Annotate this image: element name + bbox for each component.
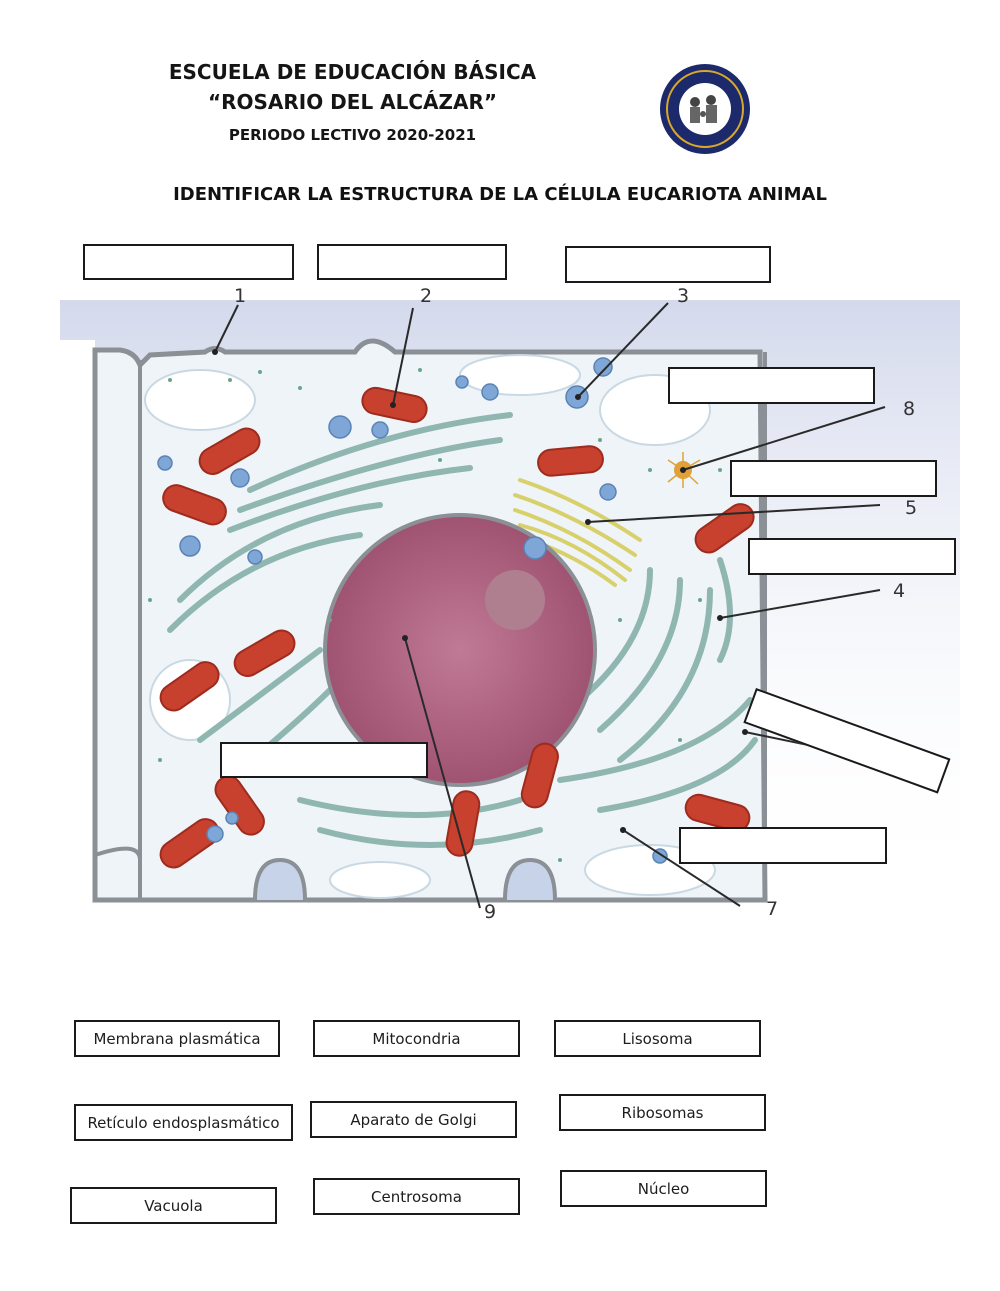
diagram-label-2: 2 [420, 285, 432, 307]
diagram-label-3: 3 [677, 285, 689, 307]
drop-target-8[interactable] [668, 367, 875, 404]
drop-target-3[interactable] [565, 246, 771, 283]
diagram-label-4: 4 [893, 580, 905, 602]
drop-target-5[interactable] [730, 460, 937, 497]
school-logo [660, 64, 750, 154]
pointer-lines [214, 302, 896, 909]
word-tile-membrana-plasmatica[interactable]: Membrana plasmática [74, 1020, 280, 1057]
diagram-label-5: 5 [905, 497, 917, 519]
word-tile-ribosomas[interactable]: Ribosomas [559, 1094, 766, 1131]
drop-target-2[interactable] [317, 244, 507, 280]
drop-target-4[interactable] [748, 538, 956, 575]
school-name-line1: ESCUELA DE EDUCACIÓN BÁSICA [168, 60, 537, 84]
drop-target-9[interactable] [220, 742, 428, 778]
endoplasmic-reticulum [167, 412, 758, 848]
nucleolus [485, 570, 545, 630]
mitochondria [159, 386, 755, 869]
diagram-label-7: 7 [766, 898, 778, 920]
diagram-label-8: 8 [903, 398, 915, 420]
drop-target-1[interactable] [83, 244, 294, 280]
diagram-label-1: 1 [234, 285, 246, 307]
diagram-label-9: 9 [484, 901, 496, 923]
word-tile-reticulo-endoplasmatico[interactable]: Retículo endosplasmático [74, 1104, 293, 1141]
page-title: IDENTIFICAR LA ESTRUCTURA DE LA CÉLULA E… [173, 184, 827, 205]
school-period: PERIODO LECTIVO 2020-2021 [228, 126, 477, 144]
word-tile-mitocondria[interactable]: Mitocondria [313, 1020, 520, 1057]
word-tile-vacuola[interactable]: Vacuola [70, 1187, 277, 1224]
word-tile-aparato-de-golgi[interactable]: Aparato de Golgi [310, 1101, 517, 1138]
drop-target-7[interactable] [679, 827, 887, 864]
school-name-line2: “ROSARIO DEL ALCÁZAR” [207, 90, 498, 114]
word-tile-nucleo[interactable]: Núcleo [560, 1170, 767, 1207]
word-tile-centrosoma[interactable]: Centrosoma [313, 1178, 520, 1215]
word-tile-lisosoma[interactable]: Lisosoma [554, 1020, 761, 1057]
